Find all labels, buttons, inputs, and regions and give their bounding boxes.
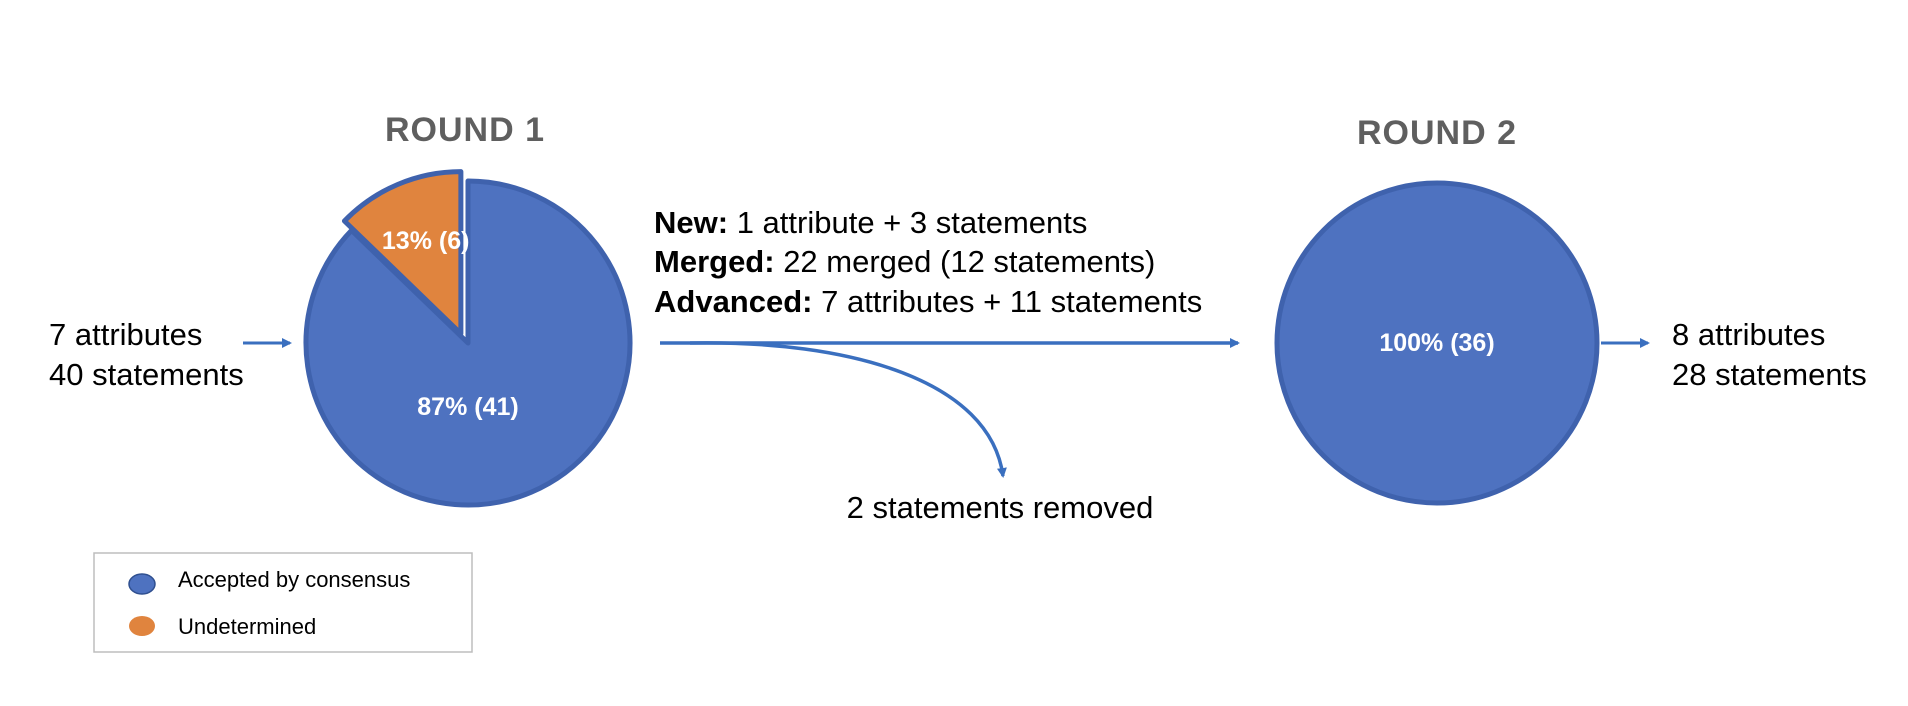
pie-slice-label-accepted: 87% (41): [417, 393, 518, 421]
pie-slice-label-full: 100% (36): [1379, 329, 1494, 357]
advanced-text: 7 attributes + 11 statements: [812, 284, 1202, 319]
legend-swatch-undetermined: [129, 616, 155, 636]
pie-slice-label-undetermined: 13% (6): [382, 227, 470, 255]
round2-output-attributes: 8 attributes: [1672, 317, 1825, 352]
new-text: 1 attribute + 3 statements: [728, 205, 1087, 240]
merged-label: Merged:: [654, 244, 775, 279]
round1-title: ROUND 1: [385, 111, 545, 149]
advanced-label: Advanced:: [654, 284, 812, 319]
advanced-line: Advanced: 7 attributes + 11 statements: [654, 284, 1202, 319]
pie-slice-undetermined: [341, 169, 464, 337]
pie-slice-accepted: [303, 178, 633, 508]
legend-label-undetermined: Undetermined: [178, 614, 316, 639]
round2-title: ROUND 2: [1357, 114, 1517, 152]
round2-pie-chart: 100% (36): [1274, 180, 1600, 506]
legend-swatch-accepted: [128, 573, 156, 595]
removed-text: 2 statements removed: [847, 490, 1154, 525]
merged-text: 22 merged (12 statements): [775, 244, 1156, 279]
removed-arrow: [689, 341, 1007, 478]
pie-slice-accepted-full: [1274, 180, 1600, 506]
round2-output-statements: 28 statements: [1672, 357, 1867, 392]
legend-box: [93, 552, 473, 653]
round1-pie-chart: 87% (41) 13% (6): [303, 169, 633, 508]
legend-label-accepted: Accepted by consensus: [178, 567, 410, 592]
legend: Accepted by consensus Undetermined: [93, 552, 473, 653]
round1-input-statements: 40 statements: [49, 357, 244, 392]
merged-line: Merged: 22 merged (12 statements): [654, 244, 1155, 279]
new-label: New:: [654, 205, 728, 240]
round1-input-attributes: 7 attributes: [49, 317, 202, 352]
new-line: New: 1 attribute + 3 statements: [654, 205, 1087, 240]
